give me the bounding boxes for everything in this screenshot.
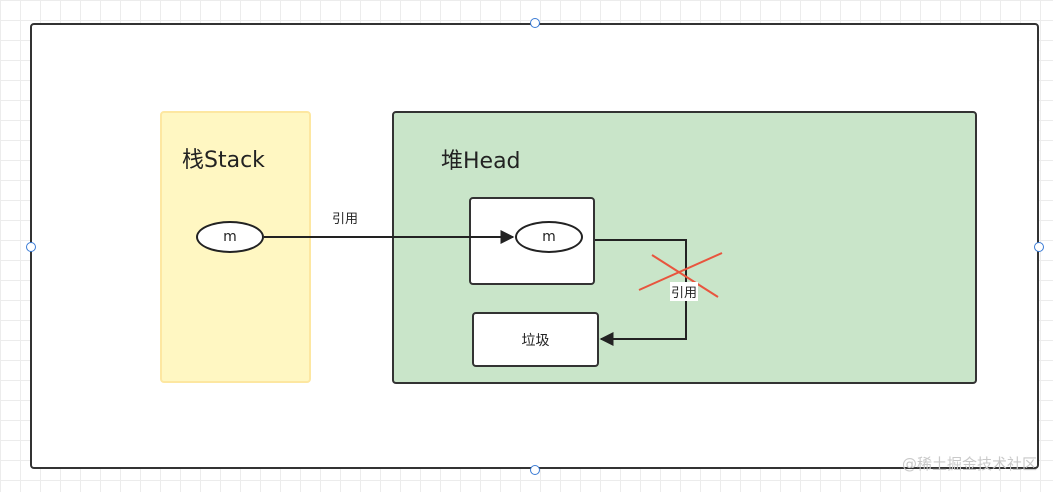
resize-handle-top[interactable] [530, 18, 540, 28]
heap-object-node[interactable]: m [515, 221, 583, 253]
cross-mark-icon [638, 252, 723, 298]
garbage-box[interactable]: 垃圾 [472, 312, 599, 367]
watermark: @稀土掘金技术社区 [901, 455, 1037, 473]
heap-object-label: m [542, 229, 556, 245]
heap-title: 堆Head [441, 149, 521, 174]
resize-handle-bottom[interactable] [530, 465, 540, 475]
resize-handle-right[interactable] [1034, 242, 1044, 252]
resize-handle-left[interactable] [26, 242, 36, 252]
stack-title: 栈Stack [182, 148, 265, 173]
stack-ref-label: m [223, 229, 237, 245]
stack-ref-node[interactable]: m [196, 221, 264, 253]
stack-to-heap-label: 引用 [332, 212, 359, 227]
removed-reference-label: 引用 [670, 282, 699, 301]
garbage-label: 垃圾 [521, 332, 550, 349]
